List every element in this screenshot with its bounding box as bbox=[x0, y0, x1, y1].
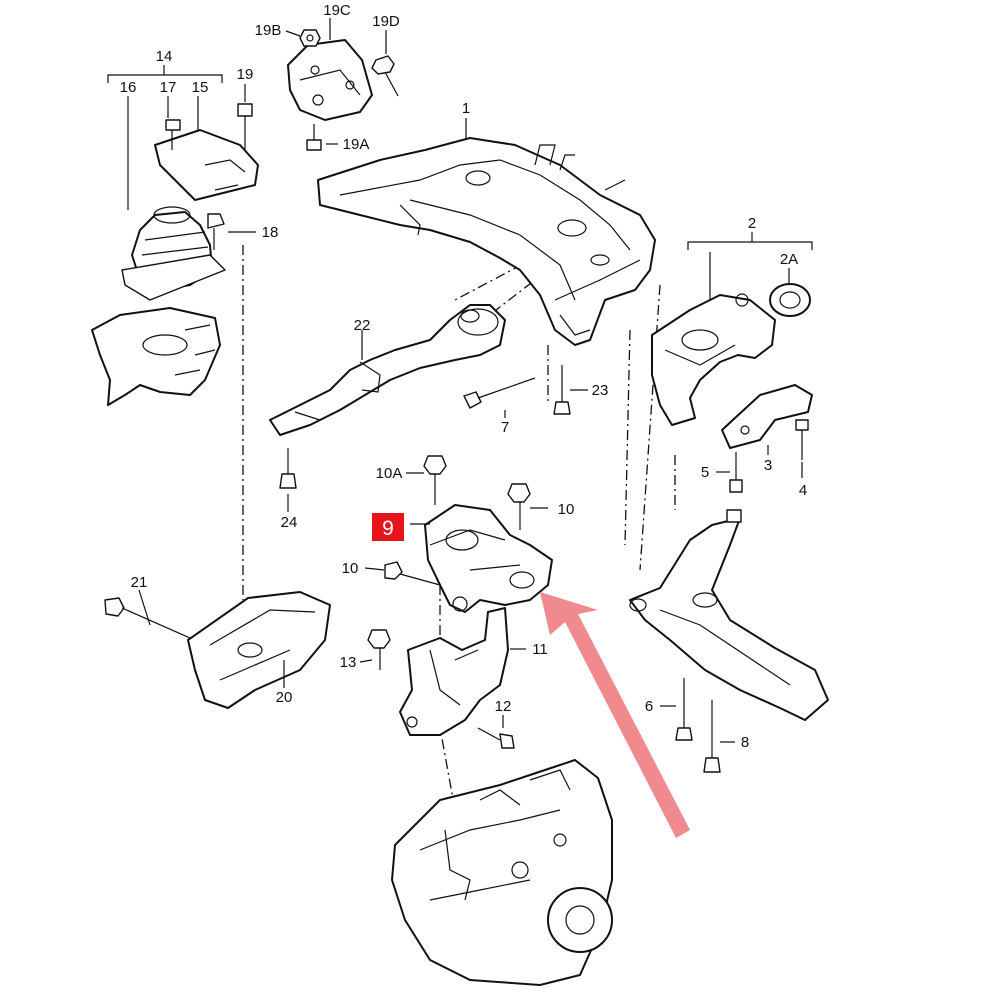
callout-23: 23 bbox=[592, 382, 609, 399]
gearbox-mount-part bbox=[424, 504, 553, 613]
bushing-2a-part bbox=[769, 283, 811, 317]
subframe-part bbox=[317, 137, 656, 346]
callout-19a: 19A bbox=[343, 136, 370, 153]
callout-17: 17 bbox=[160, 79, 177, 96]
callout-15: 15 bbox=[192, 79, 209, 96]
bolt-19-icon bbox=[237, 103, 253, 150]
mount-bracket-20-part bbox=[187, 591, 331, 709]
callout-22: 22 bbox=[354, 317, 371, 334]
callout-4: 4 bbox=[799, 482, 807, 499]
bolt-23-icon bbox=[553, 365, 571, 415]
callout-labels: 1 2 2A 3 4 5 6 7 8 10A 10 10 11 12 13 14… bbox=[120, 2, 808, 751]
plate-3-part bbox=[721, 384, 813, 449]
bolt-4-icon bbox=[795, 419, 809, 460]
callout-14: 14 bbox=[156, 48, 173, 65]
leader-lines bbox=[107, 18, 813, 743]
callout-10-right: 10 bbox=[558, 501, 575, 518]
callout-13: 13 bbox=[340, 654, 357, 671]
heat-shield-part bbox=[91, 307, 221, 406]
control-arm-part bbox=[629, 509, 829, 721]
callout-11: 11 bbox=[532, 641, 548, 658]
callout-19c: 19C bbox=[323, 2, 351, 19]
callout-19b: 19B bbox=[255, 22, 282, 39]
callout-20: 20 bbox=[276, 689, 293, 706]
callout-9-highlight: 9 bbox=[382, 517, 394, 540]
callout-24: 24 bbox=[281, 514, 298, 531]
bolt-10a-icon bbox=[423, 455, 447, 505]
pendulum-support-part bbox=[651, 293, 776, 426]
callout-19: 19 bbox=[237, 66, 254, 83]
callout-10a: 10A bbox=[376, 465, 403, 482]
bolt-12-icon bbox=[477, 727, 515, 749]
bolt-8-icon bbox=[703, 700, 721, 773]
bolt-18-icon bbox=[207, 213, 225, 250]
callout-8: 8 bbox=[741, 734, 749, 751]
callout-21: 21 bbox=[131, 574, 148, 591]
callout-7: 7 bbox=[501, 419, 509, 436]
callout-18: 18 bbox=[262, 224, 279, 241]
pointer-arrow-shape bbox=[540, 592, 690, 838]
nut-19b-icon bbox=[299, 29, 321, 47]
gearbox-part bbox=[391, 759, 613, 986]
callout-19d: 19D bbox=[372, 13, 400, 30]
bolt-21-icon bbox=[104, 597, 191, 639]
gearbox-bracket-part bbox=[399, 607, 509, 736]
bolt-24-icon bbox=[279, 448, 297, 489]
callout-16: 16 bbox=[120, 79, 137, 96]
callout-6: 6 bbox=[645, 698, 653, 715]
torque-rod-part bbox=[269, 304, 506, 436]
bolt-10-left-icon bbox=[384, 561, 441, 586]
bracket-19c-part bbox=[287, 39, 373, 121]
bolt-10-right-icon bbox=[507, 483, 531, 530]
bolt-13-icon bbox=[367, 629, 391, 670]
callout-12: 12 bbox=[495, 698, 512, 715]
highlight-badge-9 bbox=[372, 513, 404, 541]
bolt-19d-icon bbox=[371, 55, 399, 97]
callout-5: 5 bbox=[701, 464, 709, 481]
callout-1: 1 bbox=[462, 100, 470, 117]
bolt-19a-icon bbox=[306, 124, 322, 151]
callout-10-left: 10 bbox=[342, 560, 359, 577]
bolt-5-icon bbox=[729, 452, 743, 493]
highlight-arrow bbox=[540, 592, 690, 838]
engine-mount-part bbox=[121, 119, 259, 301]
bolt-6-icon bbox=[675, 678, 693, 741]
bolt-7-icon bbox=[463, 377, 536, 409]
callout-2a: 2A bbox=[780, 251, 798, 268]
callout-3: 3 bbox=[764, 457, 772, 474]
callout-2: 2 bbox=[748, 215, 756, 232]
